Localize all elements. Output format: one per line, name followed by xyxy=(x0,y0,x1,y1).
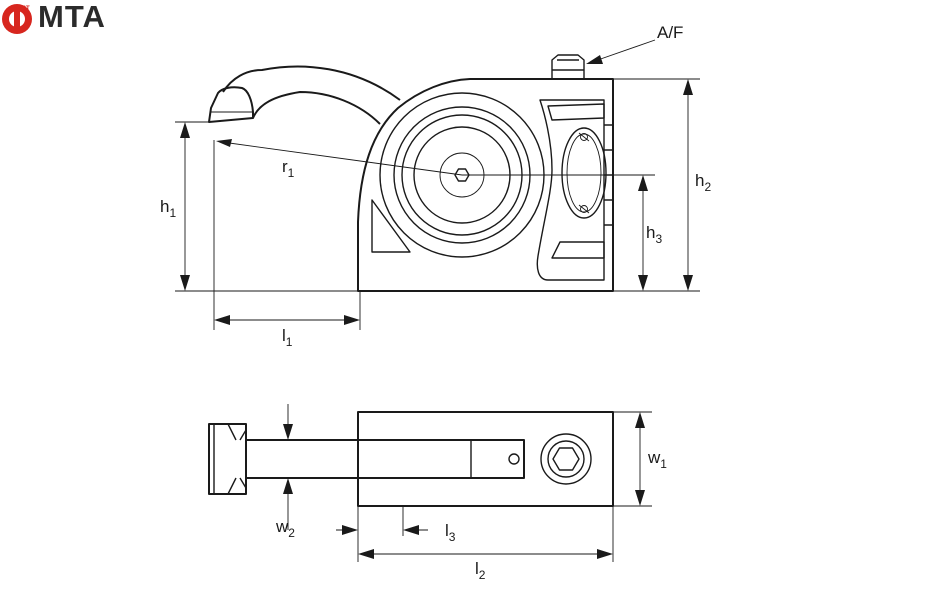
label-h1: h1 xyxy=(160,197,176,220)
bolt-washer xyxy=(540,433,592,485)
lower-pin xyxy=(580,205,588,213)
housing-outline xyxy=(357,78,614,292)
label-l2: l2 xyxy=(475,559,486,582)
left-triangle-window xyxy=(371,199,411,253)
label-h3: h3 xyxy=(646,223,662,246)
label-l3: l3 xyxy=(445,521,456,544)
clamp-arm-top xyxy=(245,439,525,479)
upper-pin xyxy=(580,133,588,141)
af-leader-line xyxy=(591,39,656,63)
logo-text: MTA xyxy=(38,0,106,34)
af-arrowhead xyxy=(586,55,603,64)
bolt-hex-icon xyxy=(552,447,580,471)
r1-radius-line xyxy=(221,141,463,176)
side-view xyxy=(175,39,700,330)
l3-extension-lines xyxy=(357,506,404,562)
clamp-tip xyxy=(208,86,254,123)
label-w2: w2 xyxy=(275,517,295,540)
top-hex-screw xyxy=(551,54,585,78)
label-w1: w1 xyxy=(647,448,667,471)
label-af: A/F xyxy=(657,23,683,42)
logo-mark-icon: ST xyxy=(2,4,32,34)
clamp-tip-top xyxy=(208,423,247,495)
clamp-tip-details xyxy=(213,423,247,495)
l1-arrowheads xyxy=(214,315,360,325)
lower-right-slot xyxy=(551,241,605,259)
bolt-head xyxy=(547,440,585,478)
label-h2: h2 xyxy=(695,171,711,194)
top-view xyxy=(208,404,652,562)
mta-logo: ST MTA xyxy=(0,0,150,36)
upper-right-slot xyxy=(547,103,605,121)
base-plate-top xyxy=(357,411,614,507)
spring-slot-oval xyxy=(561,127,607,219)
logo-superscript: ST xyxy=(22,6,30,12)
label-r1: r1 xyxy=(282,157,295,180)
clamp-arm xyxy=(222,65,401,125)
l3-arrowheads xyxy=(342,525,419,535)
w1-extension-lines xyxy=(613,411,652,507)
r1-arrowhead xyxy=(216,139,232,147)
housing-inner-line xyxy=(536,99,605,281)
w2-arrowheads xyxy=(283,424,293,494)
arm-hole xyxy=(508,453,520,465)
pin-hatches xyxy=(578,132,590,214)
spring-slot-inner xyxy=(566,133,602,213)
label-l1: l1 xyxy=(282,326,293,349)
